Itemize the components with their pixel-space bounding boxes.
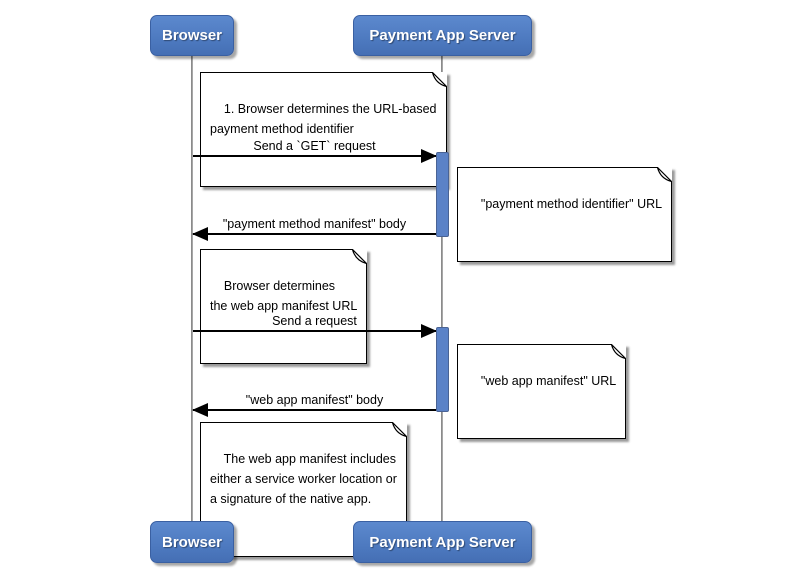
- note-payment-method-identifier-url: "payment method identifier" URL: [457, 167, 673, 262]
- arrowhead-right-icon: [421, 149, 437, 163]
- arrowhead-left-icon: [192, 403, 208, 417]
- note-fold-icon: [391, 422, 407, 437]
- lifeline-payment-app-server: [441, 56, 443, 521]
- actor-label-payment-app-server: Payment App Server: [369, 27, 516, 44]
- message-send-get-request: Send a `GET` request: [193, 136, 437, 163]
- note-text: Browser determines the web app manifest …: [210, 279, 358, 313]
- arrowhead-right-icon: [421, 324, 437, 338]
- note-browser-determines-web-app-manifest: Browser determines the web app manifest …: [200, 249, 368, 364]
- message-label: Send a `GET` request: [253, 139, 376, 153]
- note-fold-icon: [352, 249, 368, 264]
- note-text: "web app manifest" URL: [480, 374, 617, 388]
- note-fold-icon: [611, 344, 627, 359]
- note-fold-icon: [657, 167, 673, 182]
- actor-box-payment-app-server-top: Payment App Server: [353, 15, 532, 56]
- actor-label-browser: Browser: [161, 27, 223, 44]
- activation-bar-server-1: [436, 152, 449, 237]
- activation-bar-server-2: [436, 327, 449, 412]
- note-fold-icon: [431, 72, 447, 87]
- note-text: "payment method identifier" URL: [480, 197, 663, 211]
- actor-label-payment-app-server: Payment App Server: [369, 533, 516, 551]
- message-payment-method-manifest-body: "payment method manifest" body: [192, 214, 436, 241]
- message-label: "payment method manifest" body: [222, 217, 407, 231]
- message-label: "web app manifest" body: [245, 393, 384, 407]
- note-browser-determines-pmi: 1. Browser determines the URL-based paym…: [200, 72, 447, 187]
- actor-box-payment-app-server-bottom: Payment App Server: [353, 521, 532, 563]
- note-text: The web app manifest includes either a s…: [210, 452, 397, 506]
- message-send-a-request: Send a request: [193, 311, 437, 338]
- actor-label-browser: Browser: [161, 533, 223, 551]
- actor-box-browser-top: Browser: [150, 15, 234, 56]
- arrowhead-left-icon: [192, 227, 208, 241]
- lifeline-browser: [191, 56, 193, 521]
- actor-box-browser-bottom: Browser: [150, 521, 234, 563]
- note-text: 1. Browser determines the URL-based paym…: [210, 102, 437, 136]
- message-label: Send a request: [272, 314, 357, 328]
- note-web-app-manifest-url: "web app manifest" URL: [457, 344, 627, 439]
- message-web-app-manifest-body: "web app manifest" body: [192, 390, 436, 417]
